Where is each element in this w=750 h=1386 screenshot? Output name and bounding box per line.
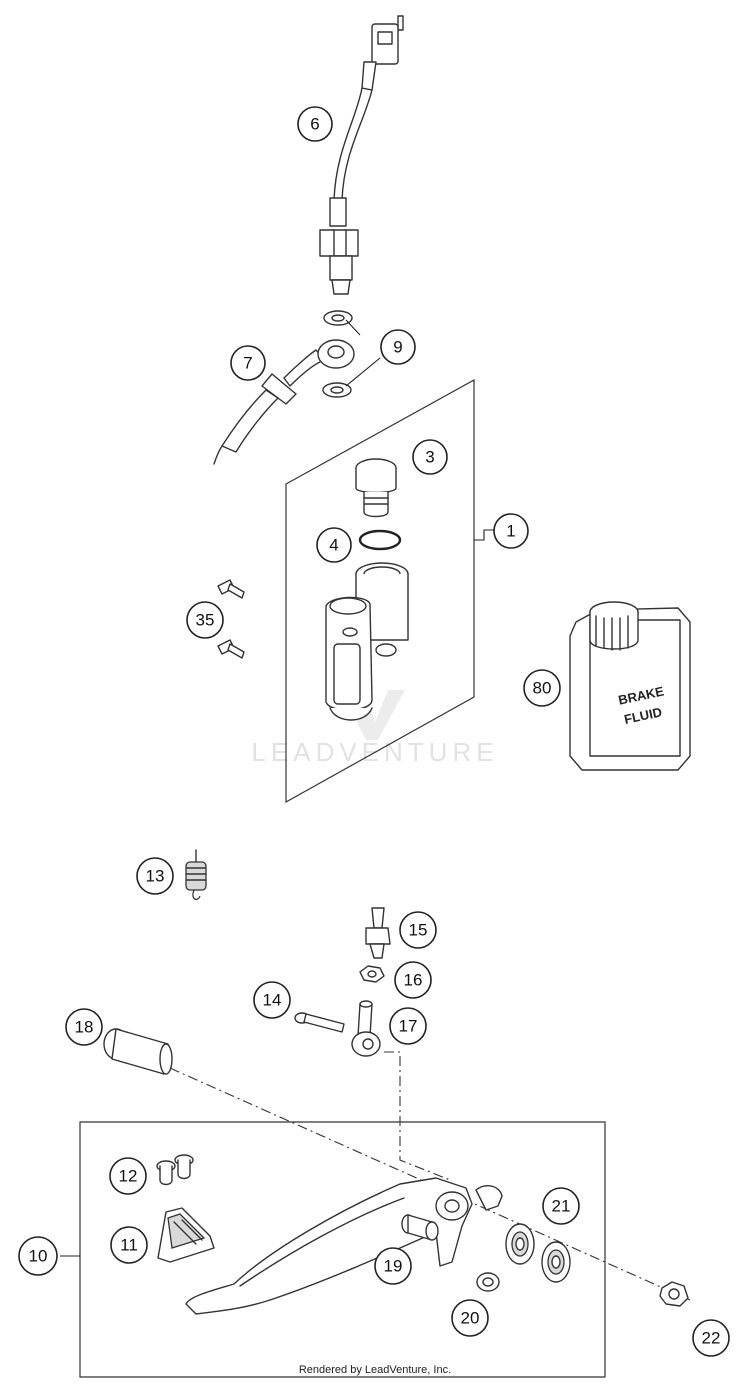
callout-13: 13: [136, 857, 174, 895]
callout-19: 19: [374, 1247, 412, 1285]
part-16-nut[interactable]: [359, 965, 385, 983]
svg-text:7: 7: [243, 354, 252, 373]
watermark-text: LEADVENTURE: [251, 737, 498, 767]
callout-7: 7: [230, 345, 266, 381]
callout-80: 80: [523, 669, 561, 707]
leader-lines: [60, 319, 494, 1257]
svg-text:35: 35: [196, 611, 215, 630]
svg-text:15: 15: [409, 921, 428, 940]
callout-10: 10: [18, 1236, 58, 1276]
svg-text:4: 4: [329, 536, 338, 555]
part-14-bolt[interactable]: [294, 1012, 345, 1033]
part-18-pivot-bolt[interactable]: [103, 1028, 173, 1075]
callout-17: 17: [389, 1007, 427, 1045]
callout-12: 12: [109, 1157, 147, 1195]
part-10-brake-pedal[interactable]: [185, 1177, 503, 1315]
svg-text:10: 10: [29, 1247, 48, 1266]
part-12-bushings[interactable]: [156, 1154, 194, 1186]
master-cylinder-kit-frame: [285, 378, 475, 804]
callout-20: 20: [451, 1299, 489, 1337]
brake-pedal-kit-frame: [79, 1121, 606, 1378]
svg-text:11: 11: [120, 1236, 138, 1255]
part-3-reservoir-cap[interactable]: [355, 458, 397, 518]
svg-text:12: 12: [119, 1167, 138, 1186]
callout-14: 14: [253, 981, 291, 1019]
part-21-bearings[interactable]: [505, 1223, 571, 1283]
part-6-brake-light-switch[interactable]: [319, 15, 404, 295]
callout-18: 18: [65, 1008, 103, 1046]
svg-text:1: 1: [506, 522, 515, 541]
svg-text:16: 16: [404, 971, 423, 990]
callout-4: 4: [316, 527, 352, 563]
svg-text:20: 20: [461, 1309, 480, 1328]
callout-11: 11: [110, 1226, 148, 1264]
svg-text:80: 80: [533, 679, 552, 698]
callout-35: 35: [186, 601, 224, 639]
svg-text:14: 14: [263, 991, 282, 1010]
callout-6: 6: [297, 106, 333, 142]
part-19-sleeve[interactable]: [401, 1214, 439, 1241]
part-7-brake-hose[interactable]: [213, 339, 355, 465]
footer-credit: Rendered by LeadVenture, Inc.: [298, 1364, 452, 1376]
part-11-pedal-tip[interactable]: [157, 1207, 215, 1263]
callout-1: 1: [493, 513, 529, 549]
svg-text:17: 17: [399, 1017, 418, 1036]
svg-text:3: 3: [425, 448, 434, 467]
watermark: LEADVENTURE: [251, 690, 498, 767]
callout-3: 3: [412, 439, 448, 475]
part-17-clevis[interactable]: [351, 1000, 381, 1057]
callout-16: 16: [394, 961, 432, 999]
part-4-o-ring[interactable]: [358, 529, 402, 551]
callout-15: 15: [399, 911, 437, 949]
part-35-bolts[interactable]: [217, 579, 245, 659]
svg-text:22: 22: [702, 1329, 721, 1348]
part-13-spring[interactable]: [185, 849, 207, 900]
part-80-brake-fluid-can[interactable]: BRAKE FLUID: [569, 601, 691, 771]
svg-text:19: 19: [384, 1257, 403, 1276]
callout-22: 22: [692, 1319, 730, 1357]
part-1-master-cylinder[interactable]: [325, 562, 409, 721]
part-20-washer[interactable]: [476, 1272, 500, 1292]
part-15-bleed-screw[interactable]: [365, 907, 391, 959]
callout-9: 9: [380, 329, 416, 365]
part-9-washers[interactable]: [322, 310, 353, 398]
svg-text:13: 13: [146, 867, 165, 886]
assembly-line-clevis: [384, 1051, 451, 1181]
svg-text:9: 9: [393, 338, 402, 357]
svg-text:6: 6: [310, 115, 319, 134]
part-22-nut[interactable]: [659, 1281, 689, 1307]
callout-21: 21: [542, 1187, 580, 1225]
svg-text:18: 18: [75, 1018, 94, 1037]
svg-text:21: 21: [552, 1197, 571, 1216]
